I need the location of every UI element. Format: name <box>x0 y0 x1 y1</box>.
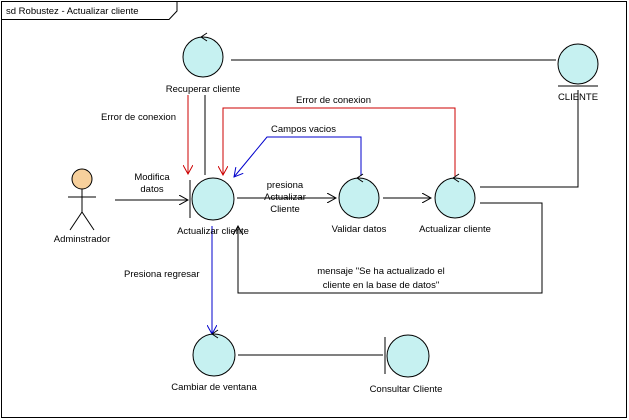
association-actualizar-cliente <box>480 90 579 188</box>
label-presiona: presiona <box>267 180 304 191</box>
control-icon <box>182 36 224 78</box>
label-cliente: Cliente <box>270 204 300 215</box>
flow-error-conexion-right <box>223 107 456 176</box>
control-recuperar-cliente[interactable]: Recuperar cliente <box>166 32 240 95</box>
entity-cliente[interactable]: CLIENTE <box>557 43 599 103</box>
node-label: Validar datos <box>332 224 387 235</box>
boundary-consultar-cliente[interactable]: Consultar Cliente <box>370 334 443 395</box>
control-icon <box>338 177 380 219</box>
flow-mensaje-return <box>238 202 543 294</box>
boundary-icon <box>191 177 235 221</box>
label-presiona-regresar: Presiona regresar <box>124 269 200 280</box>
actor-leg-left <box>69 211 83 231</box>
actor-adminstrador[interactable]: Adminstrador <box>54 168 111 245</box>
control-icon <box>434 177 476 219</box>
frame-title: sd Robustez - Actualizar cliente <box>6 6 139 17</box>
label-error-conexion-left: Error de conexion <box>101 112 176 123</box>
node-label: Recuperar cliente <box>166 84 240 95</box>
label-campos-vacios: Campos vacios <box>271 124 336 135</box>
actor-leg-right <box>81 211 95 231</box>
label-modifica: Modifica <box>134 172 170 183</box>
control-validar-datos[interactable]: Validar datos <box>332 173 387 235</box>
boundary-icon <box>386 334 430 378</box>
node-label: Actualizar cliente <box>177 226 249 237</box>
connectors <box>115 59 579 356</box>
label-datos: datos <box>140 184 163 195</box>
control-icon <box>192 333 236 377</box>
node-label: Cambiar de ventana <box>171 382 257 393</box>
boundary-actualizar-cliente[interactable]: Actualizar cliente <box>177 177 249 237</box>
label-mensaje-line1: mensaje "Se ha actualizado el <box>317 266 444 277</box>
entity-icon <box>557 43 599 85</box>
node-label: CLIENTE <box>558 92 598 103</box>
edge-labels: Error de conexion Error de conexion Camp… <box>101 95 445 291</box>
actor-head <box>71 168 93 190</box>
node-label: Consultar Cliente <box>370 384 443 395</box>
label-error-conexion-right: Error de conexion <box>296 95 371 106</box>
label-actualizar: Actualizar <box>264 192 306 203</box>
actor-label: Adminstrador <box>54 234 111 245</box>
control-cambiar-de-ventana[interactable]: Cambiar de ventana <box>171 329 257 393</box>
flow-campos-vacios <box>234 136 362 177</box>
label-mensaje-line2: cliente en la base de datos" <box>323 280 439 291</box>
control-actualizar-cliente[interactable]: Actualizar cliente <box>419 173 491 235</box>
node-label: Actualizar cliente <box>419 224 491 235</box>
